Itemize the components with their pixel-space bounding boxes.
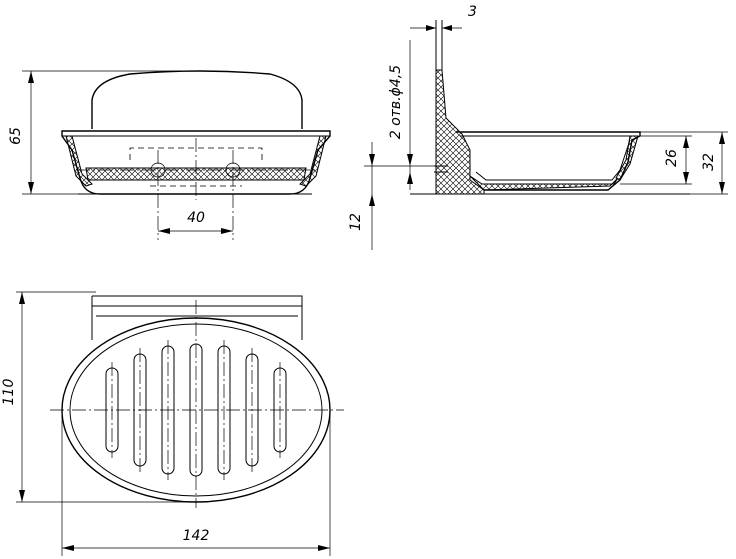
dim-inner-depth-26: 26 bbox=[664, 149, 680, 167]
dim-mount-holes: 2 отв.ϕ4,5 bbox=[388, 65, 404, 139]
dim-offset-12: 12 bbox=[348, 213, 364, 231]
right-wall-section bbox=[299, 135, 327, 187]
side-floor-section bbox=[469, 175, 619, 191]
side-right-lip bbox=[615, 135, 639, 181]
dim-depth-110: 110 bbox=[1, 379, 17, 406]
plan-wall-plate bbox=[91, 295, 303, 340]
plan-view: 110 142 bbox=[1, 291, 344, 556]
dim-thickness-3: 3 bbox=[468, 4, 477, 20]
dim-height-65: 65 bbox=[8, 127, 24, 145]
side-tray-outer bbox=[456, 131, 641, 191]
left-wall-section bbox=[65, 135, 93, 187]
side-section-view: 3 2 отв.ϕ4,5 12 26 32 bbox=[348, 4, 728, 250]
dim-hole-spacing-40: 40 bbox=[187, 210, 205, 226]
dim-width-142: 142 bbox=[183, 528, 210, 544]
soap-bar bbox=[91, 70, 303, 129]
front-view: 65 40 bbox=[8, 70, 331, 240]
dim-outer-depth-32: 32 bbox=[701, 153, 717, 171]
